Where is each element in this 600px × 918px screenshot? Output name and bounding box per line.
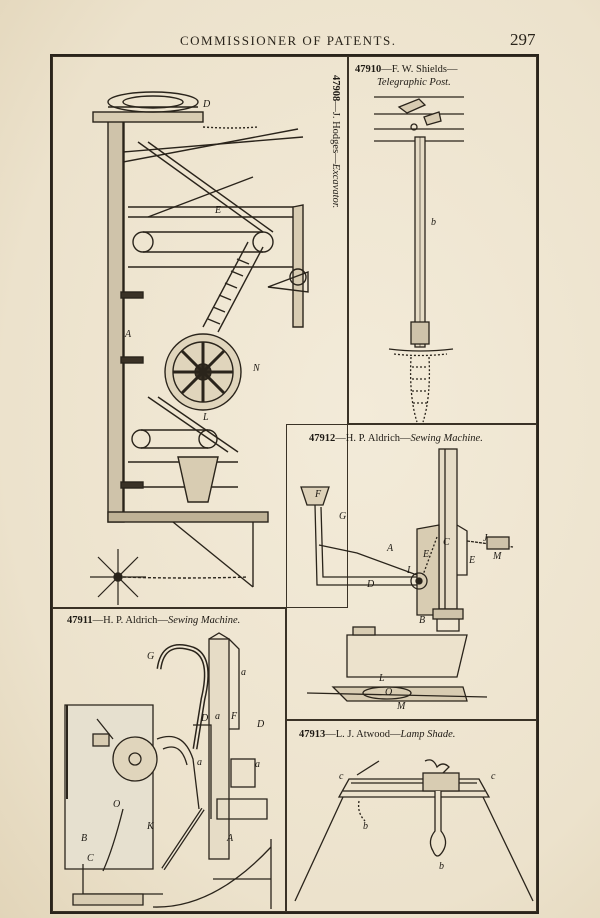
- figure-47913-sep: —: [325, 729, 336, 740]
- sewing-47911-label-d2: D: [257, 719, 265, 730]
- figure-47913-sep2: —: [390, 729, 401, 740]
- figure-47910-number: 47910: [355, 64, 382, 75]
- figure-47912-panel: 47912—H. P. Aldrich—Sewing Machine.: [286, 424, 537, 720]
- figure-47911-name: H. P. Aldrich: [103, 615, 158, 626]
- figure-47911-caption: 47911—H. P. Aldrich—Sewing Machine.: [67, 615, 240, 626]
- lamp-shade-label-b1: b: [363, 821, 368, 832]
- figure-47908-name: J. Hodges: [330, 111, 341, 154]
- sewing-47911-label-c: C: [87, 853, 94, 864]
- sewing-47911-label-a4: a: [255, 759, 260, 770]
- figure-47910-panel: 47910—F. W. Shields— Telegraphic Post.: [348, 56, 537, 424]
- telegraphic-post-drawing: [374, 96, 464, 423]
- lamp-shade-label-b2: b: [439, 861, 444, 872]
- sewing-47911-label-b: B: [81, 833, 88, 844]
- sewing-47911-label-g: G: [147, 651, 155, 662]
- sewing-47911-label-a3: a: [197, 757, 202, 768]
- sewing-47911-label-a1: a: [241, 667, 246, 678]
- sewing-47912-label-e1: E: [423, 549, 430, 560]
- figure-47911-title: Sewing Machine.: [167, 615, 241, 626]
- figure-47908-sep2: —: [330, 153, 341, 164]
- figure-47912-name: H. P. Aldrich: [345, 433, 401, 444]
- figure-47911-number: 47911: [67, 615, 93, 626]
- sewing-47912-label-m1: M: [493, 551, 502, 562]
- sewing-47912-label-g: G: [339, 511, 347, 522]
- sewing-47911-label-d1: D: [201, 713, 209, 724]
- figure-47913-caption: 47913—L. J. Atwood—Lamp Shade.: [299, 729, 455, 740]
- figure-47911-panel: 47911—H. P. Aldrich—Sewing Machine.: [52, 608, 286, 912]
- figure-47911-sep: —: [92, 615, 104, 626]
- figure-47913-panel: 47913—L. J. Atwood—Lamp Shade. c c: [286, 720, 537, 912]
- figure-47912-caption: 47912—H. P. Aldrich—Sewing Machine.: [309, 433, 483, 444]
- figure-47912-number: 47912: [309, 433, 336, 444]
- figure-47911-sep2: —: [157, 615, 168, 626]
- excavator-label-d: D: [203, 99, 211, 110]
- page-number: 297: [510, 30, 536, 49]
- sewing-47911-label-o: O: [113, 799, 121, 810]
- sewing-47911-label-a2: a: [215, 711, 220, 722]
- sewing-47912-label-c: C: [443, 537, 450, 548]
- sewing-machine-47911-drawing: [64, 632, 272, 909]
- sewing-47911-label-a-large: A: [227, 833, 234, 844]
- figure-47908-title: Excavator.: [330, 163, 341, 209]
- running-head: COMMISSIONER OF PATENTS.: [180, 33, 397, 48]
- excavator-label-e: E: [215, 205, 222, 216]
- figure-47910-caption: 47910—F. W. Shields— Telegraphic Post.: [355, 63, 457, 89]
- figure-47908-sep: —: [330, 101, 341, 112]
- figure-47913-number: 47913: [299, 729, 326, 740]
- figure-47913-name: L. J. Atwood: [335, 729, 391, 740]
- excavator-label-n: N: [253, 363, 260, 374]
- sewing-47912-label-o: O: [385, 687, 393, 698]
- figure-47912-sep2: —: [400, 433, 411, 444]
- figure-47908-panel: D E A N L 47908—J. Hodges—Excavator.: [52, 56, 348, 608]
- telegraphic-post-label-b: b: [431, 217, 436, 228]
- sewing-47912-label-f: F: [315, 489, 322, 500]
- figure-47912-title: Sewing Machine.: [410, 433, 483, 444]
- figure-47908-caption: 47908—J. Hodges—Excavator.: [330, 75, 341, 208]
- sewing-47911-label-k: K: [147, 821, 154, 832]
- lamp-shade-label-c2: c: [491, 771, 496, 782]
- figure-47908-number: 47908: [330, 75, 341, 102]
- figure-47913-title: Lamp Shade.: [400, 729, 456, 740]
- sewing-47911-label-f: F: [231, 711, 238, 722]
- excavator-drawing: [90, 91, 309, 605]
- excavator-label-a: A: [125, 329, 132, 340]
- sewing-47912-label-d: D: [367, 579, 375, 590]
- figure-47910-sep: —: [381, 64, 392, 75]
- sewing-machine-47912-drawing: [300, 448, 514, 702]
- lamp-shade-label-c1: c: [339, 771, 344, 782]
- figure-47912-sep: —: [335, 433, 346, 444]
- sewing-47912-label-l: L: [379, 673, 385, 684]
- sewing-47912-label-a: A: [387, 543, 394, 554]
- sewing-47912-label-m2: M: [397, 701, 406, 712]
- sewing-47912-label-e2: E: [469, 555, 476, 566]
- sewing-47912-label-i: I: [407, 565, 411, 576]
- sewing-47912-label-b: B: [419, 615, 426, 626]
- figure-47910-title: Telegraphic Post.: [377, 77, 451, 88]
- excavator-label-l: L: [203, 412, 209, 423]
- lamp-shade-drawing: [294, 759, 534, 902]
- patent-plate: D E A N L 47908—J. Hodges—Excavator. 479…: [50, 54, 539, 914]
- figure-47910-name: F. W. Shields: [391, 64, 447, 75]
- figure-47910-sep2: —: [446, 64, 458, 75]
- sewing-47912-label-j: J: [483, 533, 488, 544]
